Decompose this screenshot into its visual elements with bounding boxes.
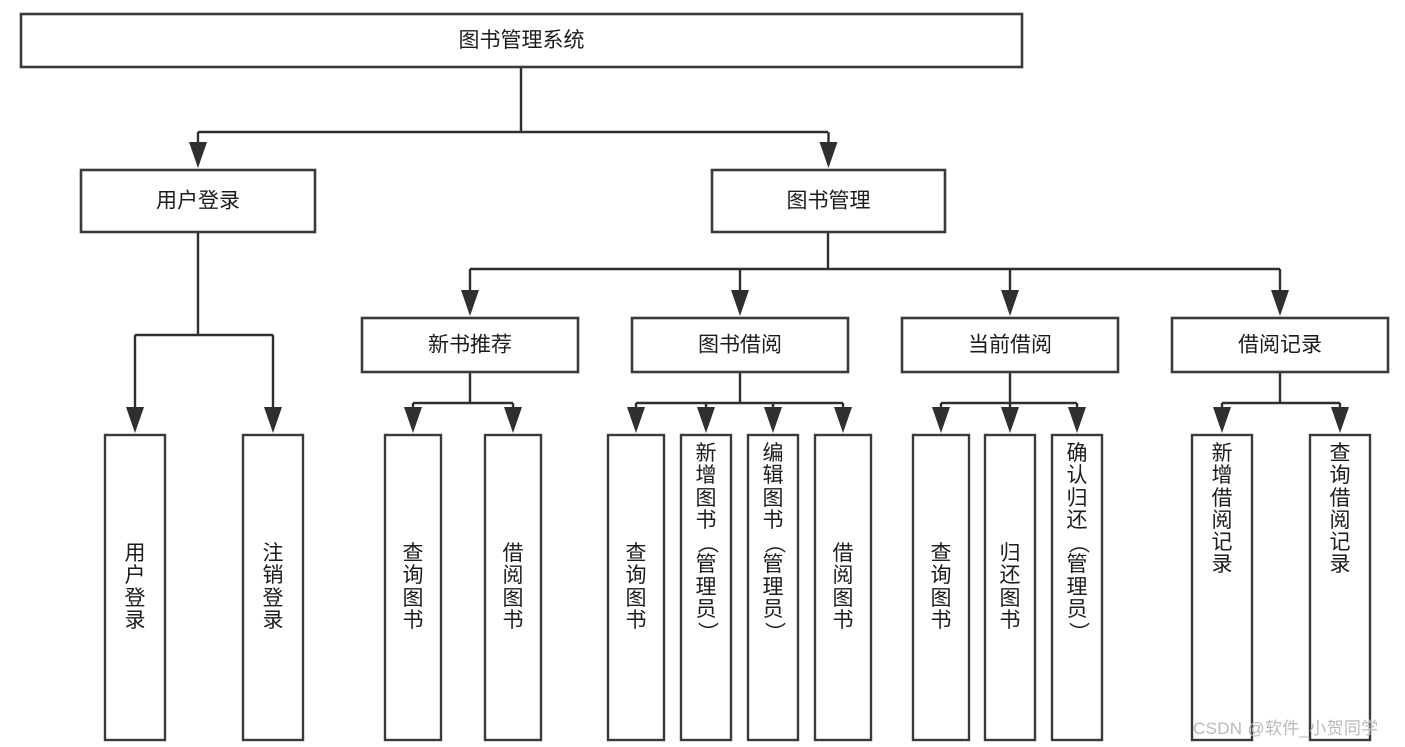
currentborrow-leaves-arrow-0	[932, 407, 950, 433]
leaf-node-box-12[interactable]	[1308, 433, 1372, 742]
leaf-node-box-0[interactable]	[103, 433, 167, 742]
bookborrow-leaves-arrow-1	[697, 407, 715, 433]
userlogin-leaves-arrow-1	[264, 407, 282, 433]
box-layer	[19, 12, 1390, 742]
level3-node-box-2[interactable]	[900, 316, 1120, 374]
borrowrecord-leaves-arrow-0	[1213, 407, 1231, 433]
bookmgmt-to-level3-arrow-1	[731, 290, 749, 316]
leaf-node-box-3[interactable]	[483, 433, 543, 742]
root-node-box[interactable]	[19, 12, 1024, 69]
connector-layer	[126, 67, 1349, 433]
bookborrow-leaves-arrow-3	[834, 407, 852, 433]
level3-node-label-2: 当前借阅	[968, 334, 1052, 357]
root-node-label: 图书管理系统	[459, 29, 585, 52]
level3-node-label-0: 新书推荐	[428, 334, 512, 357]
root-to-level2-arrow-1	[819, 142, 838, 168]
level3-node-label-3: 借阅记录	[1238, 334, 1322, 357]
level3-node-box-0[interactable]	[360, 316, 580, 374]
leaf-node-box-2[interactable]	[383, 433, 443, 742]
csdn-watermark: CSDN @软件_小贺同学	[1193, 719, 1379, 738]
leaf-node-box-7[interactable]	[813, 433, 873, 742]
leaf-node-box-4[interactable]	[606, 433, 666, 742]
bookmgmt-to-level3-arrow-0	[461, 290, 479, 316]
level3-node-box-3[interactable]	[1170, 316, 1390, 374]
bookborrow-leaves-arrow-2	[764, 407, 782, 433]
root-to-level2-arrow-0	[189, 142, 207, 168]
level2-node-label-0: 用户登录	[156, 190, 240, 213]
leaf-node-box-5[interactable]	[679, 433, 733, 742]
bookmgmt-to-level3-arrow-3	[1271, 290, 1289, 316]
leaf-node-box-1[interactable]	[241, 433, 305, 742]
level2-node-box-1[interactable]	[710, 168, 947, 234]
userlogin-leaves-arrow-0	[126, 407, 144, 433]
leaf-node-box-10[interactable]	[1050, 433, 1104, 742]
leaf-node-box-11[interactable]	[1190, 433, 1254, 742]
level2-node-box-0[interactable]	[79, 168, 317, 234]
currentborrow-leaves-arrow-1	[1001, 407, 1019, 433]
leaf-node-box-8[interactable]	[911, 433, 971, 742]
level2-node-label-1: 图书管理	[787, 190, 871, 213]
newbook-leaves-arrow-1	[504, 407, 522, 433]
level3-node-label-1: 图书借阅	[698, 334, 782, 357]
bookmgmt-to-level3-arrow-2	[1001, 290, 1019, 316]
bookborrow-leaves-arrow-0	[627, 407, 645, 433]
currentborrow-leaves-arrow-2	[1068, 407, 1086, 433]
leaf-node-box-9[interactable]	[983, 433, 1037, 742]
borrowrecord-leaves-arrow-1	[1331, 407, 1349, 433]
level3-node-box-1[interactable]	[630, 316, 850, 374]
leaf-node-box-6[interactable]	[746, 433, 800, 742]
newbook-leaves-arrow-0	[404, 407, 422, 433]
